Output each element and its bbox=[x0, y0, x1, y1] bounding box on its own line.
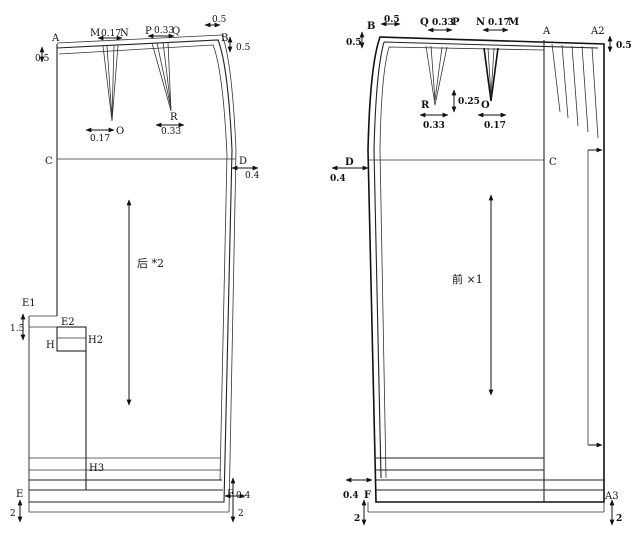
front-dart-2-inner bbox=[487, 47, 495, 97]
back-outline bbox=[29, 39, 233, 503]
front-point-o: O bbox=[481, 100, 490, 111]
back-dim-d: 0.4 bbox=[245, 171, 260, 181]
back-point-h3: H3 bbox=[89, 463, 104, 474]
back-dim-left: 0.5 bbox=[35, 54, 50, 64]
back-dart-2 bbox=[151, 41, 172, 112]
back-dim-r: 0.33 bbox=[161, 127, 181, 137]
back-outline-outer bbox=[28, 34, 237, 513]
front-point-f: F bbox=[364, 490, 371, 501]
front-pleat-lines bbox=[551, 43, 599, 139]
front-point-a3: A3 bbox=[604, 491, 619, 502]
back-dim-h: 1.5 bbox=[10, 324, 25, 334]
front-dim-d: 0.4 bbox=[330, 174, 346, 184]
back-dart-1-inner bbox=[106, 44, 115, 119]
back-point-n: N bbox=[120, 28, 129, 39]
back-point-h2: H2 bbox=[88, 335, 103, 346]
back-dim-pq: 0.33 bbox=[154, 26, 174, 36]
front-point-q: Q bbox=[420, 17, 429, 28]
back-dim-f: 0.4 bbox=[236, 491, 251, 501]
front-dim-right: 0.5 bbox=[616, 41, 632, 51]
back-point-h: H bbox=[46, 340, 55, 351]
front-dart-1 bbox=[425, 45, 448, 106]
front-outline bbox=[367, 36, 605, 503]
back-point-f: F bbox=[227, 489, 234, 500]
front-dart-2 bbox=[483, 47, 499, 102]
front-pattern: B A A2 A3 C D F Q P N M R O 0.5 0.5 0.5 … bbox=[330, 15, 632, 526]
front-point-b: B bbox=[367, 21, 375, 32]
back-dim-right: 0.5 bbox=[236, 43, 251, 53]
front-dim-nm: 0.17 bbox=[488, 18, 510, 28]
front-point-m: M bbox=[508, 17, 519, 28]
front-dim-hem-right: 2 bbox=[616, 514, 622, 524]
back-point-d: D bbox=[239, 156, 247, 167]
front-point-a: A bbox=[542, 26, 551, 37]
front-dart-1-inner bbox=[430, 45, 443, 101]
front-dim-vert: 0.25 bbox=[458, 97, 480, 107]
back-point-e1: E1 bbox=[22, 298, 36, 309]
back-point-o: O bbox=[116, 126, 124, 137]
back-point-m: M bbox=[90, 28, 100, 39]
back-outline-inner bbox=[58, 44, 228, 481]
back-point-e2: E2 bbox=[61, 317, 75, 328]
front-inner-line bbox=[379, 46, 545, 479]
back-dart-1 bbox=[102, 44, 119, 122]
back-vent-box bbox=[56, 326, 87, 352]
back-dim-hem-right: 2 bbox=[238, 509, 244, 519]
front-point-p: P bbox=[452, 17, 460, 28]
back-point-r: R bbox=[170, 112, 178, 123]
front-dim-qp: 0.33 bbox=[432, 18, 454, 28]
front-point-d: D bbox=[345, 157, 354, 168]
back-pattern: A B C D E F M N O P Q R E1 E2 H H2 H3 0.… bbox=[10, 15, 260, 523]
back-dart-2-inner bbox=[156, 41, 172, 109]
back-dim-hem-left: 2 bbox=[10, 509, 16, 519]
front-dim-hem-left: 2 bbox=[354, 514, 360, 524]
front-point-r: R bbox=[421, 100, 430, 111]
back-label: 后 *2 bbox=[137, 257, 164, 270]
front-dim-b: 0.5 bbox=[384, 15, 400, 25]
front-dim-left: 0.5 bbox=[346, 38, 362, 48]
front-point-n: N bbox=[476, 17, 485, 28]
back-point-q: Q bbox=[172, 26, 180, 37]
front-dim-f: 0.4 bbox=[343, 491, 359, 501]
front-dim-o: 0.17 bbox=[484, 121, 506, 131]
front-point-c: C bbox=[549, 157, 557, 168]
back-dim-top: 0.5 bbox=[212, 15, 227, 25]
front-point-a2: A2 bbox=[590, 26, 605, 37]
front-label: 前 ×1 bbox=[452, 272, 483, 286]
back-point-a: A bbox=[51, 33, 60, 44]
back-point-b: B bbox=[221, 33, 228, 44]
back-point-e: E bbox=[16, 489, 23, 500]
back-point-p: P bbox=[145, 26, 152, 37]
front-dim-r: 0.33 bbox=[423, 121, 445, 131]
back-point-c: C bbox=[45, 156, 53, 167]
back-dim-mn: 0.17 bbox=[101, 29, 121, 39]
back-dim-o: 0.17 bbox=[90, 134, 110, 144]
